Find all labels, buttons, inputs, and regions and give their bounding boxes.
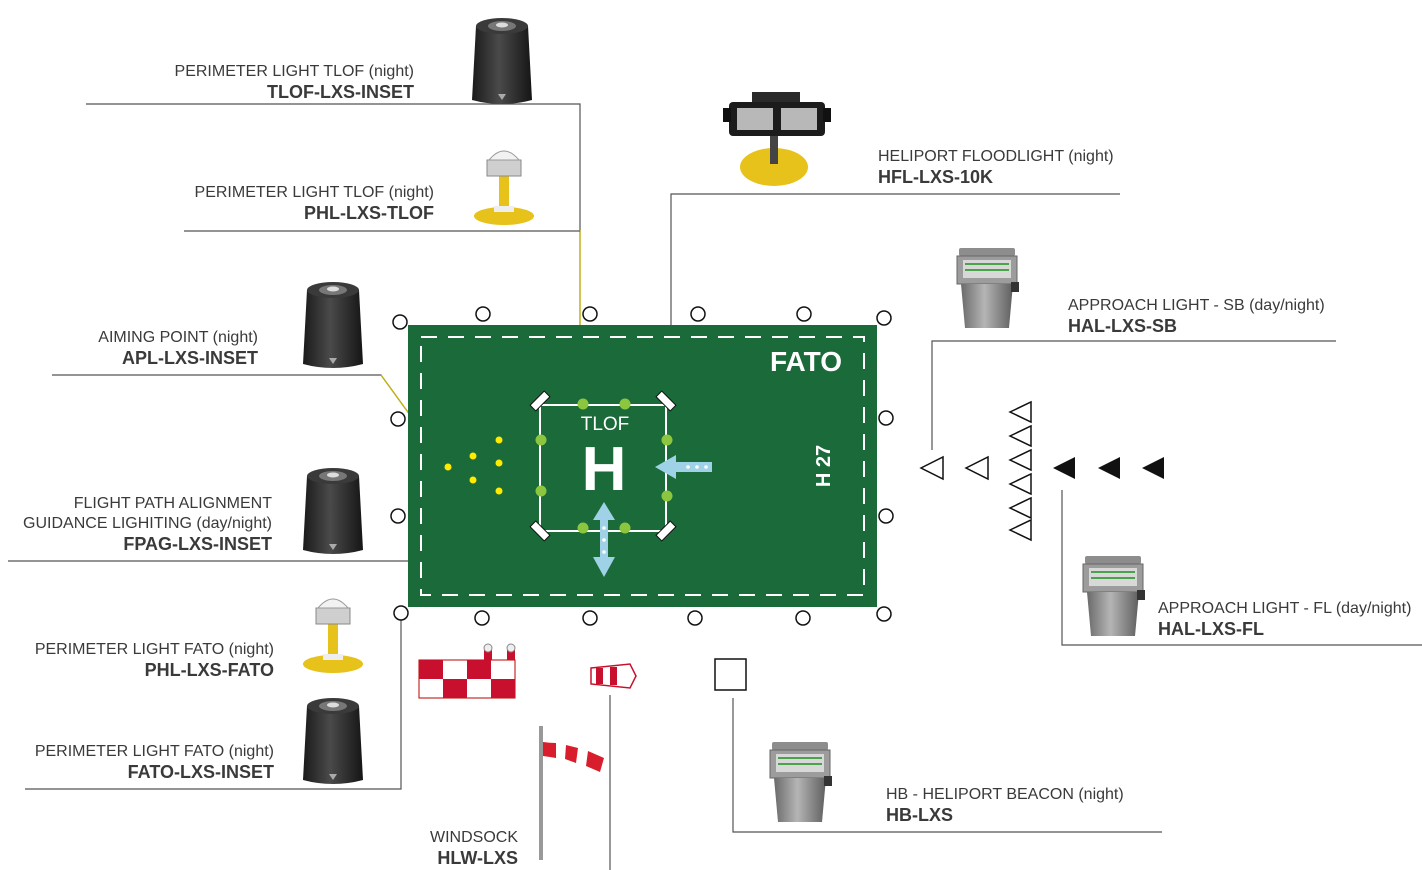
label-description-line2: GUIDANCE LIGHITING (day/night)	[23, 515, 272, 532]
approach-light-marker-filled	[1053, 457, 1164, 479]
aiming-point-light	[444, 436, 503, 495]
label-description: PERIMETER LIGHT TLOF (night)	[174, 63, 414, 80]
phl-fato-label: PERIMETER LIGHT FATO (night) PHL-LXS-FAT…	[35, 640, 274, 680]
tlof-floodlight-marker	[529, 390, 677, 542]
label-product-code: PHL-LXS-TLOF	[304, 203, 434, 223]
hal-fl-light-icon	[1082, 555, 1146, 637]
label-product-code: TLOF-LXS-INSET	[267, 82, 414, 102]
hfl-label: HELIPORT FLOODLIGHT (night) HFL-LXS-10K	[878, 147, 1114, 187]
phl-fato-light-icon	[302, 598, 364, 674]
floodlight-icon	[723, 92, 831, 186]
tlof-inset-label: PERIMETER LIGHT TLOF (night) TLOF-LXS-IN…	[175, 62, 414, 102]
leader-lines	[8, 103, 1422, 870]
fato-perimeter-light	[390, 306, 894, 626]
tlof-area: TLOF H	[529, 390, 677, 542]
label-description: HB - HELIPORT BEACON (night)	[886, 786, 1124, 803]
tlof-label: TLOF	[581, 414, 630, 435]
fato-area: FATO H 27	[408, 325, 877, 607]
tlof-perimeter-light	[535, 398, 673, 534]
label-product-code: APL-LXS-INSET	[121, 348, 258, 368]
apl-inset-light-icon	[303, 282, 363, 368]
label-description-line1: FLIGHT PATH ALIGNMENT	[73, 495, 272, 512]
label-product-code: HAL-LXS-SB	[1068, 316, 1177, 336]
fpag-label: FLIGHT PATH ALIGNMENT GUIDANCE LIGHITING…	[23, 494, 272, 554]
label-product-code: HFL-LXS-10K	[878, 167, 994, 187]
hb-label: HB - HELIPORT BEACON (night) HB-LXS	[886, 785, 1124, 825]
label-product-code: HLW-LXS	[437, 848, 518, 868]
label-description: PERIMETER LIGHT TLOF (night)	[194, 184, 434, 201]
label-product-code: FATO-LXS-INSET	[127, 762, 274, 782]
phl-tlof-light-icon	[473, 150, 535, 226]
apl-label: AIMING POINT (night) APL-LXS-INSET	[98, 328, 258, 368]
heliport-beacon-marker	[714, 658, 747, 691]
runway-designation: H 27	[813, 445, 835, 487]
phl-tlof-label: PERIMETER LIGHT TLOF (night) PHL-LXS-TLO…	[195, 183, 434, 223]
label-description: PERIMETER LIGHT FATO (night)	[34, 743, 274, 760]
fato-inset-label: PERIMETER LIGHT FATO (night) FATO-LXS-IN…	[35, 742, 274, 782]
hal-sb-light-icon	[956, 247, 1020, 329]
approach-light-marker-open	[919, 400, 1032, 542]
label-description: AIMING POINT (night)	[98, 329, 258, 346]
label-product-code: HB-LXS	[886, 805, 953, 825]
fato-inset-light-icon	[303, 698, 363, 784]
fato-title: FATO	[770, 346, 842, 377]
label-product-code: HAL-LXS-FL	[1158, 619, 1264, 639]
fpag-inset-light-icon	[303, 468, 363, 554]
label-description: PERIMETER LIGHT FATO (night)	[34, 641, 274, 658]
hal-fl-label: APPROACH LIGHT - FL (day/night) HAL-LXS-…	[1158, 599, 1411, 639]
label-description: APPROACH LIGHT - SB (day/night)	[1068, 297, 1325, 314]
windsock-photo-icon	[539, 726, 604, 860]
hal-sb-label: APPROACH LIGHT - SB (day/night) HAL-LXS-…	[1068, 296, 1325, 336]
label-description: APPROACH LIGHT - FL (day/night)	[1158, 600, 1412, 617]
checkered-panel-icon	[418, 643, 516, 699]
heliport-beacon-light-icon	[769, 741, 833, 823]
windsock-label: WINDSOCK HLW-LXS	[430, 828, 518, 868]
tlof-inset-light-icon	[472, 18, 532, 104]
label-description: HELIPORT FLOODLIGHT (night)	[878, 148, 1114, 165]
fato-dashed-edge	[420, 336, 865, 596]
label-product-code: FPAG-LXS-INSET	[123, 534, 272, 554]
label-description: WINDSOCK	[430, 829, 518, 846]
h-marking: H	[582, 435, 627, 504]
windsock-symbol-icon	[590, 663, 637, 689]
label-product-code: PHL-LXS-FATO	[144, 660, 274, 680]
fato-surface	[408, 325, 877, 607]
fpag-arrow	[593, 455, 712, 577]
